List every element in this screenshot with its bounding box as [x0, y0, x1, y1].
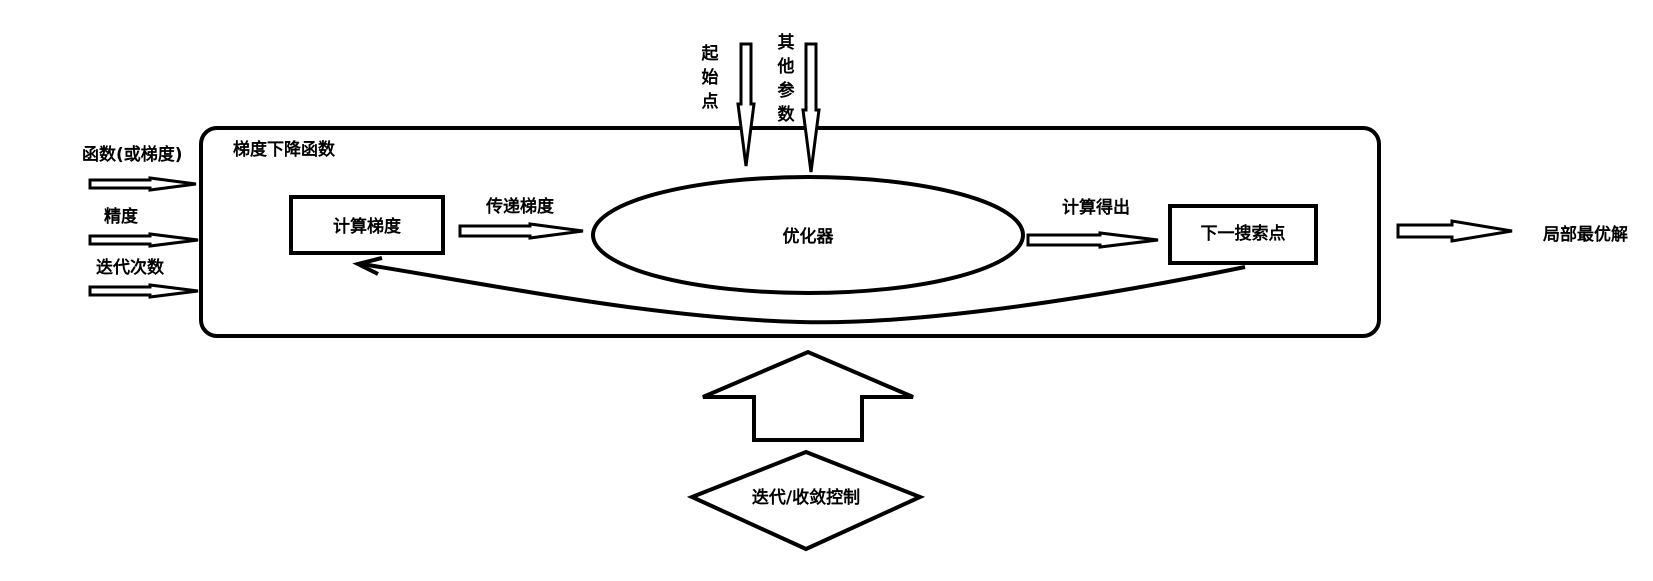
top-label-start-point-2: 始: [702, 67, 719, 88]
optimizer-ellipse: [591, 175, 1025, 295]
top-label-other-params-2: 他: [777, 56, 795, 77]
input-arrow-precision: [88, 232, 199, 248]
compute-gradient-box: [289, 195, 445, 255]
iteration-control-label: 迭代/收敛控制: [752, 487, 860, 508]
top-arrow-start-point: [736, 42, 756, 167]
top-label-other-params-1: 其: [778, 32, 795, 53]
edge-label-compute-result: 计算得出: [1062, 197, 1130, 218]
compute-gradient-label: 计算梯度: [333, 216, 402, 237]
container-label: 梯度下降函数: [233, 139, 336, 160]
top-arrow-other-params: [801, 42, 821, 173]
feedback-arrowhead: [352, 256, 383, 276]
next-search-point-label: 下一搜索点: [1201, 223, 1286, 244]
edge-label-pass-gradient: 传递梯度: [485, 196, 555, 217]
input-label-function: 函数(或梯度): [82, 144, 183, 165]
input-arrow-iterations: [88, 283, 199, 299]
feedback-curve: [361, 262, 1246, 325]
input-arrow-function: [88, 176, 197, 192]
iteration-control-diamond: [686, 449, 926, 552]
edge-arrow-compute-result: [1026, 231, 1159, 249]
input-label-iterations: 迭代次数: [96, 257, 165, 278]
top-label-other-params-3: 参: [778, 80, 795, 101]
edge-arrow-pass-gradient: [458, 222, 584, 240]
top-label-other-params-4: 数: [778, 104, 796, 125]
output-label: 局部最优解: [1543, 224, 1628, 245]
output-arrow: [1396, 219, 1513, 243]
next-search-point-box: [1168, 204, 1318, 265]
top-label-start-point-3: 点: [702, 91, 719, 112]
top-label-start-point-1: 起: [701, 43, 720, 64]
optimizer-label: 优化器: [783, 226, 835, 247]
input-label-precision: 精度: [104, 206, 139, 227]
control-up-arrow: [702, 349, 914, 442]
